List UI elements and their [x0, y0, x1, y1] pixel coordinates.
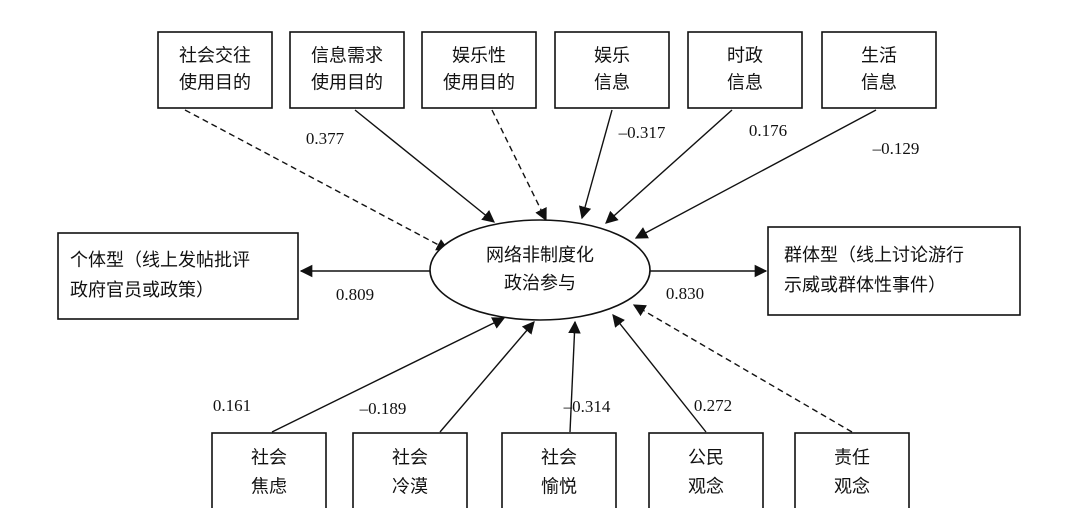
top-coef-life-info: –0.129: [872, 139, 920, 158]
top-node-label-line1: 娱乐性: [452, 45, 506, 66]
top-node-label-line2: 信息: [861, 73, 897, 94]
top-edge-info-need-purpose: [354, 109, 495, 223]
bottom-edge-responsibility-concept: [632, 304, 853, 433]
coef-left-outcome: 0.809: [336, 285, 374, 304]
top-node-label-line2: 使用目的: [443, 73, 515, 94]
bottom-node-label-line2: 焦虑: [251, 476, 287, 497]
bottom-coef-civic-concept: 0.272: [694, 396, 732, 415]
bottom-node-label-line2: 观念: [834, 475, 870, 497]
top-node-label-line1: 社会交往: [179, 45, 251, 66]
center-node: 网络非制度化 政治参与: [429, 219, 651, 321]
outcome-right-line1: 群体型（线上讨论游行: [784, 245, 964, 266]
top-coef-info-need-purpose: 0.377: [306, 129, 345, 148]
top-node-label-line2: 信息: [727, 73, 763, 94]
edges-layer: [184, 109, 877, 433]
bottom-edge-social-pleasure: [568, 320, 581, 433]
outcome-right-node: 群体型（线上讨论游行 示威或群体性事件）: [767, 226, 1021, 316]
top-node-label-line2: 使用目的: [311, 73, 383, 94]
top-coef-entertainment-info: –0.317: [618, 123, 666, 142]
top-node-label-line1: 时政: [727, 45, 763, 66]
bottom-edge-social-anxiety: [271, 317, 506, 433]
bottom-coef-social-anxiety: 0.161: [213, 396, 251, 415]
top-node-label-line1: 生活: [861, 45, 897, 66]
bottom-coef-social-pleasure: –0.314: [563, 397, 611, 416]
top-node-label-line2: 使用目的: [179, 73, 251, 94]
bottom-node-label-line1: 责任: [834, 448, 870, 469]
bottom-edge-social-indifference: [439, 321, 535, 433]
bottom-node-label-line2: 冷漠: [392, 476, 428, 497]
outcome-left-node: 个体型（线上发帖批评 政府官员或政策）: [57, 232, 299, 320]
top-coef-politics-info: 0.176: [749, 121, 787, 140]
center-label-line1: 网络非制度化: [486, 245, 594, 266]
bottom-node-label-line2: 观念: [688, 475, 724, 497]
coef-right-outcome: 0.830: [666, 284, 704, 303]
outcome-right-line2: 示威或群体性事件）: [784, 275, 946, 296]
top-edge-entertainment-info: [578, 109, 613, 220]
outcome-left-line1: 个体型（线上发帖批评: [70, 250, 250, 271]
top-node-label-line1: 信息需求: [311, 45, 383, 66]
bottom-edge-civic-concept: [612, 314, 707, 433]
bottom-node-label-line1: 社会: [392, 448, 428, 469]
bottom-coef-social-indifference: –0.189: [359, 399, 407, 418]
bottom-node-label-line1: 社会: [251, 448, 287, 469]
nodes-layer: 网络非制度化 政治参与 个体型（线上发帖批评 政府官员或政策） 群体型（线上讨论…: [57, 31, 1021, 508]
outcome-left-line2: 政府官员或政策）: [70, 280, 214, 301]
bottom-node-label-line1: 公民: [688, 448, 724, 469]
top-edge-entertainment-purpose: [491, 109, 547, 222]
top-node-label-line1: 娱乐: [594, 45, 630, 66]
bottom-node-label-line1: 社会: [541, 448, 577, 469]
center-label-line2: 政治参与: [504, 273, 576, 294]
top-node-label-line2: 信息: [594, 73, 630, 94]
top-edge-life-info: [634, 109, 877, 239]
bottom-node-label-line2: 愉悦: [541, 476, 577, 497]
top-edge-politics-info: [605, 109, 733, 224]
